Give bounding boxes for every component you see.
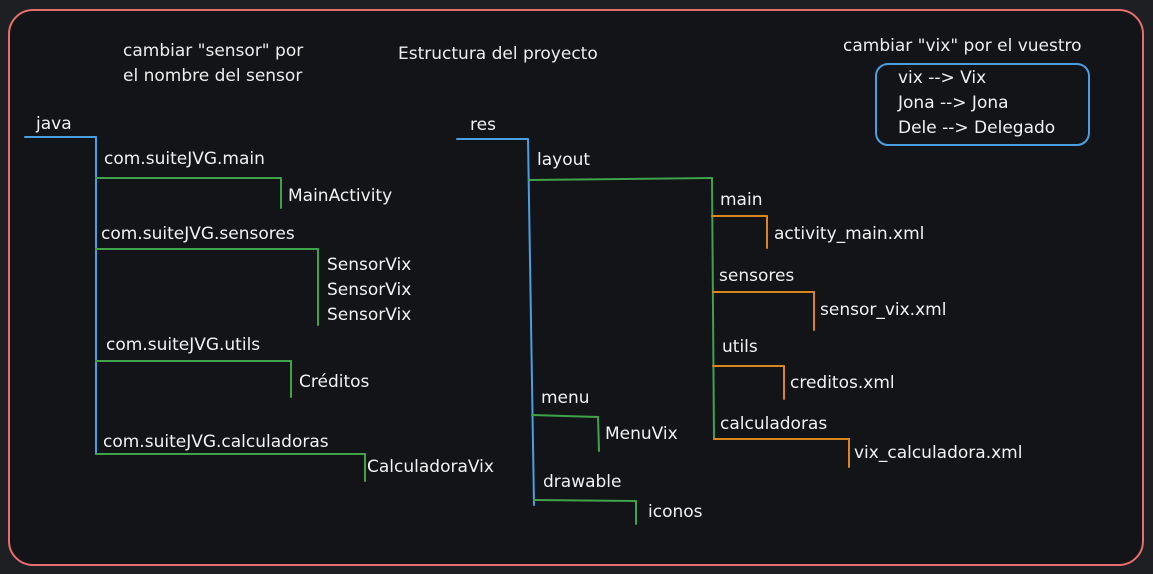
class-calculadoravix-label: CalculadoraVix	[367, 457, 494, 477]
canvas-frame	[8, 9, 1144, 566]
legend-item-vix: vix --> Vix	[898, 68, 987, 88]
package-main-label: com.suiteJVG.main	[104, 149, 265, 169]
file-vix-calculadora-label: vix_calculadora.xml	[854, 443, 1023, 463]
res-trunk	[527, 138, 535, 506]
file-sensor-vix-label: sensor_vix.xml	[820, 300, 947, 320]
package-calculadoras-label: com.suiteJVG.calculadoras	[103, 432, 329, 452]
java-root-label: java	[36, 114, 72, 134]
package-utils-label: com.suiteJVG.utils	[106, 335, 261, 355]
class-creditos-label: Créditos	[299, 372, 370, 392]
file-menuvix-label: MenuVix	[605, 424, 678, 444]
class-sensorvix-1-label: SensorVix	[327, 255, 412, 275]
class-sensorvix-2-label: SensorVix	[327, 280, 412, 300]
branch-menu-drop	[597, 416, 600, 452]
folder-layout-main-label: main	[720, 190, 763, 210]
layout-trunk	[711, 177, 715, 440]
diagram-title: Estructura del proyecto	[398, 44, 598, 64]
class-mainactivity-label: MainActivity	[288, 186, 393, 206]
note-sensor-line1: cambiar "sensor" por	[123, 41, 304, 61]
branch-drawable	[533, 499, 637, 502]
class-sensorvix-3-label: SensorVix	[327, 305, 412, 325]
legend-item-jona: Jona --> Jona	[898, 93, 1009, 113]
file-creditos-label: creditos.xml	[790, 373, 895, 393]
note-sensor-line2: el nombre del sensor	[123, 66, 303, 86]
note-vix-heading: cambiar "vix" por el vuestro	[843, 36, 1082, 56]
res-root-label: res	[470, 115, 496, 135]
file-iconos-label: iconos	[648, 502, 703, 522]
branch-layout	[528, 177, 713, 181]
folder-drawable-label: drawable	[543, 472, 622, 492]
folder-layout-utils-label: utils	[722, 337, 758, 357]
branch-menu	[531, 414, 599, 418]
legend-item-dele: Dele --> Delegado	[898, 118, 1056, 138]
folder-layout-label: layout	[537, 150, 591, 170]
package-sensores-label: com.suiteJVG.sensores	[101, 224, 295, 244]
file-activity-main-label: activity_main.xml	[774, 224, 925, 244]
folder-layout-calculadoras-label: calculadoras	[720, 414, 828, 434]
folder-menu-label: menu	[541, 388, 590, 408]
folder-layout-sensores-label: sensores	[719, 266, 795, 286]
legend-box	[875, 63, 1090, 146]
